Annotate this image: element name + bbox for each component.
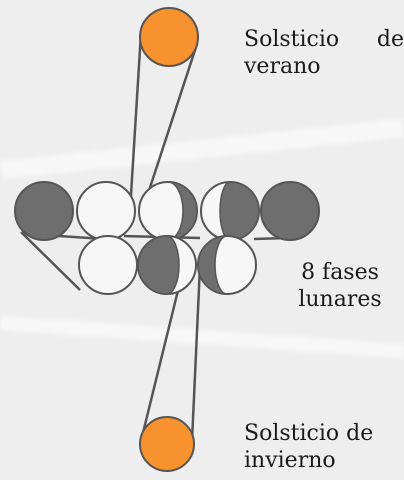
summer-belt: [128, 32, 199, 213]
summer-solstice-label: Solsticio de verano: [244, 27, 404, 79]
winter-belt: [139, 265, 202, 442]
moon-phase-icon: [14, 181, 74, 241]
moon-phase-icon: [137, 235, 197, 295]
moon-row-bottom: [78, 235, 257, 295]
winter-solstice-label: Solsticio de invierno: [244, 421, 374, 473]
moon-phase-icon: [76, 181, 136, 241]
moon-row-top: [14, 181, 320, 241]
moon-phase-icon: [260, 181, 320, 241]
summer-sun-icon: [139, 7, 199, 67]
lunar-phases-label: 8 fases lunares: [298, 260, 382, 312]
moon-phase-icon: [138, 181, 198, 241]
moon-phase-icon: [78, 235, 138, 295]
moon-phase-icon: [200, 181, 260, 241]
winter-sun-icon: [139, 416, 195, 472]
moon-phase-icon: [197, 235, 257, 295]
